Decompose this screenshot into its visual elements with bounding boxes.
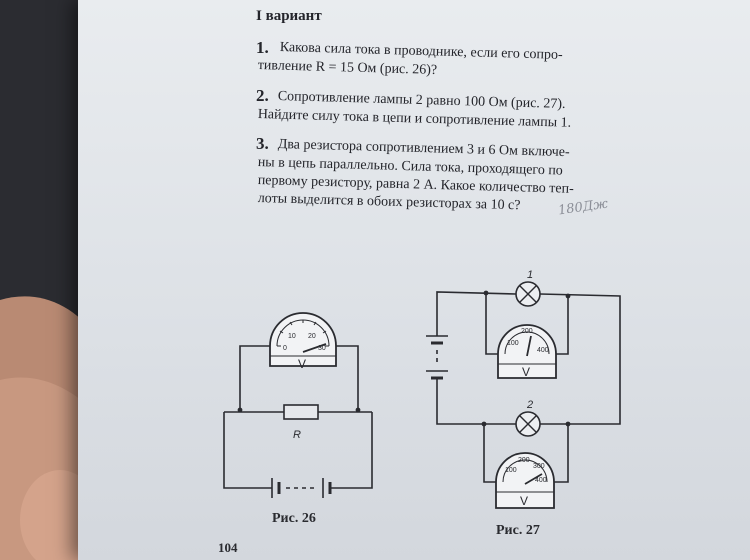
fig26-meter-symbol: V (298, 357, 306, 371)
figure-26-caption: Рис. 26 (272, 511, 316, 526)
voltmeter-26 (269, 312, 337, 367)
fig27-m1-scale-400: 400 (537, 347, 549, 354)
fig27-m2-scale-300: 300 (533, 463, 545, 470)
lamp-2 (515, 411, 541, 437)
figure-27-caption: Рис. 27 (496, 523, 540, 538)
problem-1-number: 1. (256, 38, 269, 57)
fig26-resistor-label: R (293, 429, 301, 441)
problem-3-number: 3. (256, 134, 269, 153)
fig27-m2-symbol: V (520, 494, 528, 508)
fig26-scale-30: 30 (318, 345, 326, 352)
problem-2-number: 2. (256, 86, 269, 105)
wire (336, 345, 359, 410)
fig27-m1-symbol: V (522, 365, 530, 379)
fig27-lamp1-label: 1 (527, 269, 533, 281)
worksheet-page (78, 0, 750, 560)
voltmeter-27-2 (495, 452, 555, 509)
lamp-1 (515, 281, 541, 307)
fig26-scale-10: 10 (288, 333, 296, 340)
fig26-scale-20: 20 (308, 333, 316, 340)
voltmeter-27-1 (497, 324, 557, 379)
fig27-lamp2-label: 2 (526, 399, 533, 411)
resistor (283, 404, 319, 420)
variant-header: I вариант (256, 8, 322, 24)
fig27-m1-scale-100: 100 (507, 340, 519, 347)
fig27-m2-scale-100: 100 (505, 467, 517, 474)
fig27-m1-scale-200: 200 (521, 328, 533, 335)
fig26-scale-0: 0 (283, 345, 287, 352)
page-number: 104 (218, 540, 238, 555)
wire (239, 345, 270, 410)
fig27-m2-scale-400: 400 (535, 477, 547, 484)
fig27-m2-scale-200: 200 (518, 457, 530, 464)
